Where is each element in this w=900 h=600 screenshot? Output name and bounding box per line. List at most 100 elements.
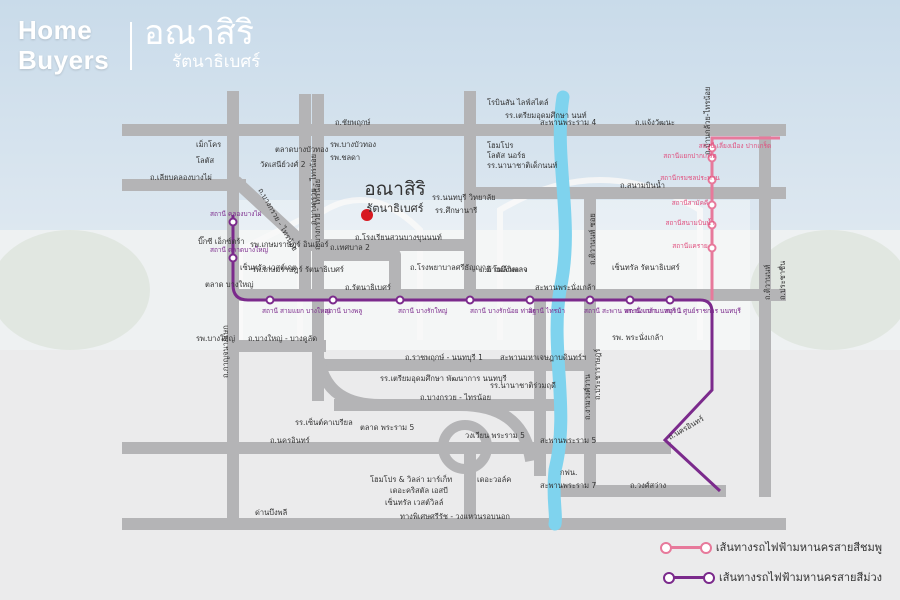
landmark-label: รพ.บางใหญ่ [196, 334, 235, 343]
road-label: ถ.กาญจนาภิเษก [221, 325, 230, 378]
station-marker [707, 220, 717, 230]
road-label: ถ.ประชาราษฎร์ [593, 349, 602, 400]
road-label: สะพานพระราม 4 [540, 118, 596, 127]
road-label: ถ.นครอินทร์ [270, 436, 310, 445]
landmark-label: บิ๊กซี เอ็กซ์ตร้า [198, 236, 245, 246]
purple-station-label: สถานี คลองบางไผ่ [210, 210, 262, 218]
station-marker [707, 243, 717, 253]
station-marker [395, 295, 405, 305]
landmark-label: รพ.ชลดา [330, 153, 360, 162]
purple-station-label: สถานี สะพาน พระนั่งเกล้า [584, 306, 657, 315]
road-label: ถ.โรงพยาบาลศรีธัญญา [410, 263, 486, 272]
landmark-label: รร.เซ็นต์คาเบรียล [295, 417, 353, 427]
landmark-label: ด่านบึงพลี [255, 508, 287, 517]
station-marker [265, 295, 275, 305]
station-marker [585, 295, 595, 305]
pink-station-label: สถานีสนามบินน้ำ [665, 218, 714, 227]
landmark-label: รร.เตรียมอุดมศึกษา พัฒนาการ นนทบุรี [380, 374, 507, 383]
station-marker [665, 295, 675, 305]
landmark-label: เดอะวอล์ค [477, 475, 511, 484]
legend-pink-line: เส้นทางรถไฟฟ้ามหานครสายสีชมพู [659, 538, 882, 556]
landmark-label: วัดเสนีย์วงศ์ 2 [260, 160, 306, 169]
landmark-label: ตลาด บางใหญ่ [205, 280, 254, 289]
landmark-label: เซ็นทรัล เวสต์เกต [240, 262, 297, 272]
landmark-label: ถ.บ้านบึงพลาว [480, 265, 527, 274]
landmark-label: เม็กโคร [196, 139, 221, 149]
purple-station-label: สถานี แยกนนทบุรี 1 [625, 307, 682, 315]
landmark-label: เดอะคริสตัล เอสบี [390, 486, 448, 495]
road-label: ถ.ติวานนท์ [763, 265, 772, 300]
road-label: ถ.บางกรวย - ไทรน้อย [309, 154, 318, 225]
logo-buyers-text: Buyers [18, 45, 110, 75]
purple-station-label: สถานี บางพลู [325, 307, 362, 315]
station-marker [707, 153, 717, 163]
landmark-label: เซ็นทรัล รัตนาธิเบศร์ [612, 262, 680, 272]
landmark-label: วงเวียน พระราม 5 [465, 431, 525, 440]
landmark-label: รร.เตรียมอุดมศึกษา นนท์ [505, 111, 587, 120]
road-label: ถ.บ้านกล้วย-ไทรน้อย [703, 87, 712, 155]
road-label: ถ.บางกรวย - ไทรน้อย [420, 393, 491, 402]
purple-station-label: สถานี ศูนย์ราชการ นนทบุรี [665, 307, 741, 315]
purple-station-label: สถานี ตลาดบางใหญ่ [210, 246, 269, 254]
logo-home-text: Home [18, 15, 93, 45]
station-marker [228, 253, 238, 263]
purple-station-label: สถานี บางรักน้อย ท่าอิฐ [470, 307, 536, 315]
landmark-label: รร.นานาชาติเด็กนนท์ [487, 160, 558, 170]
road-label: ถ.ประชาชื่น [777, 261, 787, 300]
landmark-label: ตลาด พระราม 5 [360, 423, 415, 432]
road-segment [312, 357, 387, 412]
landmark-label: ตลาดบางบัวทอง [275, 145, 329, 154]
legend-purple-line: เส้นทางรถไฟฟ้ามหานครสายสีม่วง [663, 568, 882, 586]
station-marker [465, 295, 475, 305]
station-marker [228, 217, 238, 227]
project-sub-label: รัตนาธิเบศร์ [366, 202, 423, 215]
pink-line-swatch [659, 541, 712, 554]
landmark-label: รพ.เกษมราษฎร์ อินเตอร์ [250, 240, 329, 249]
road-label: ถ.สนามบินน้ำ [620, 180, 665, 190]
road-label: ถ.ชัยพฤกษ์ [335, 118, 371, 127]
purple-station-label: สถานี สามแยก บางใหญ่ [262, 307, 330, 315]
legend-purple-text: เส้นทางรถไฟฟ้ามหานครสายสีม่วง [719, 571, 882, 584]
landmark-label: โฮมโปร & วิลล่า มาร์เก็ท [370, 474, 452, 484]
landmark-label: รร.นนทบุรี วิทยาลัย [432, 193, 496, 202]
purple-station-label: สถานี บางรักใหญ่ [398, 307, 448, 315]
road-segment [312, 249, 401, 301]
road-segment [453, 398, 538, 463]
pink-station-label: สถานี เลี่ยงเมือง ปากเกร็ด [699, 141, 771, 150]
road-segment [231, 176, 314, 254]
road-label: ถ.บางกรวย - ไทรน้อย [313, 179, 322, 250]
road-label: ถ.โรงเรียนสวนบางขุนนนท์ [355, 233, 442, 242]
road-label: สะพานพระนั่งเกล้า [535, 282, 596, 292]
road-label: ถ.ราชพฤกษ์ - นนทบุรี 1 [405, 353, 483, 362]
station-marker [707, 200, 717, 210]
landmark-label: โฮมโปร [487, 141, 513, 150]
legend-pink-text: เส้นทางรถไฟฟ้ามหานครสายสีชมพู [715, 541, 882, 554]
station-marker [625, 295, 635, 305]
landmark-label: กฟน. [560, 468, 577, 477]
station-marker [707, 143, 717, 153]
logo-divider [130, 22, 132, 70]
purple-line-route [231, 215, 722, 493]
road-network [122, 91, 786, 530]
station-marker [707, 175, 717, 185]
project-location-pin [361, 209, 373, 221]
road-label: สะพานมหาเจษฎาบดินทร์ฯ [500, 353, 586, 362]
landmark-label: รพ.บางบัวทอง [330, 140, 376, 149]
road-label: ถ.ติวานนท์ ซอย [588, 213, 597, 265]
pink-station-label: สถานีกรมชลประทาน [660, 174, 720, 182]
road-label: ถ.แจ้งวัฒนะ [635, 118, 675, 127]
landmark-label: รพ.เกษมราษฎร์ รัตนาธิเบศร์ [252, 265, 344, 274]
landmark-label: เซ็นทรัล เวสต์วิลล์ [385, 497, 443, 507]
landmark-label: รร.ศึกษานารี [435, 206, 477, 215]
road-label: ทางพิเศษศรีรัช - วงแหวนรอบนอก [400, 512, 510, 521]
road-label: ถ.งามวงศ์วาน [583, 374, 592, 420]
landmark-label: รร.นานาชาติร่วมฤดี [490, 381, 556, 390]
road-label: สะพานพระราม 5 [540, 436, 596, 445]
road-label: ถ.บางใหญ่ - บางคูลัด [248, 334, 317, 343]
river [547, 90, 572, 531]
pink-station-label: สถานีแยกปากเกร็ด [663, 151, 717, 160]
road-label: ถ.เลียบคลองบางไผ่ [150, 173, 212, 182]
landmark-label: โรบินสัน ไลฟ์สไตล์ [487, 98, 549, 107]
project-sub-logo: รัตนาธิเบศร์ [172, 52, 261, 72]
